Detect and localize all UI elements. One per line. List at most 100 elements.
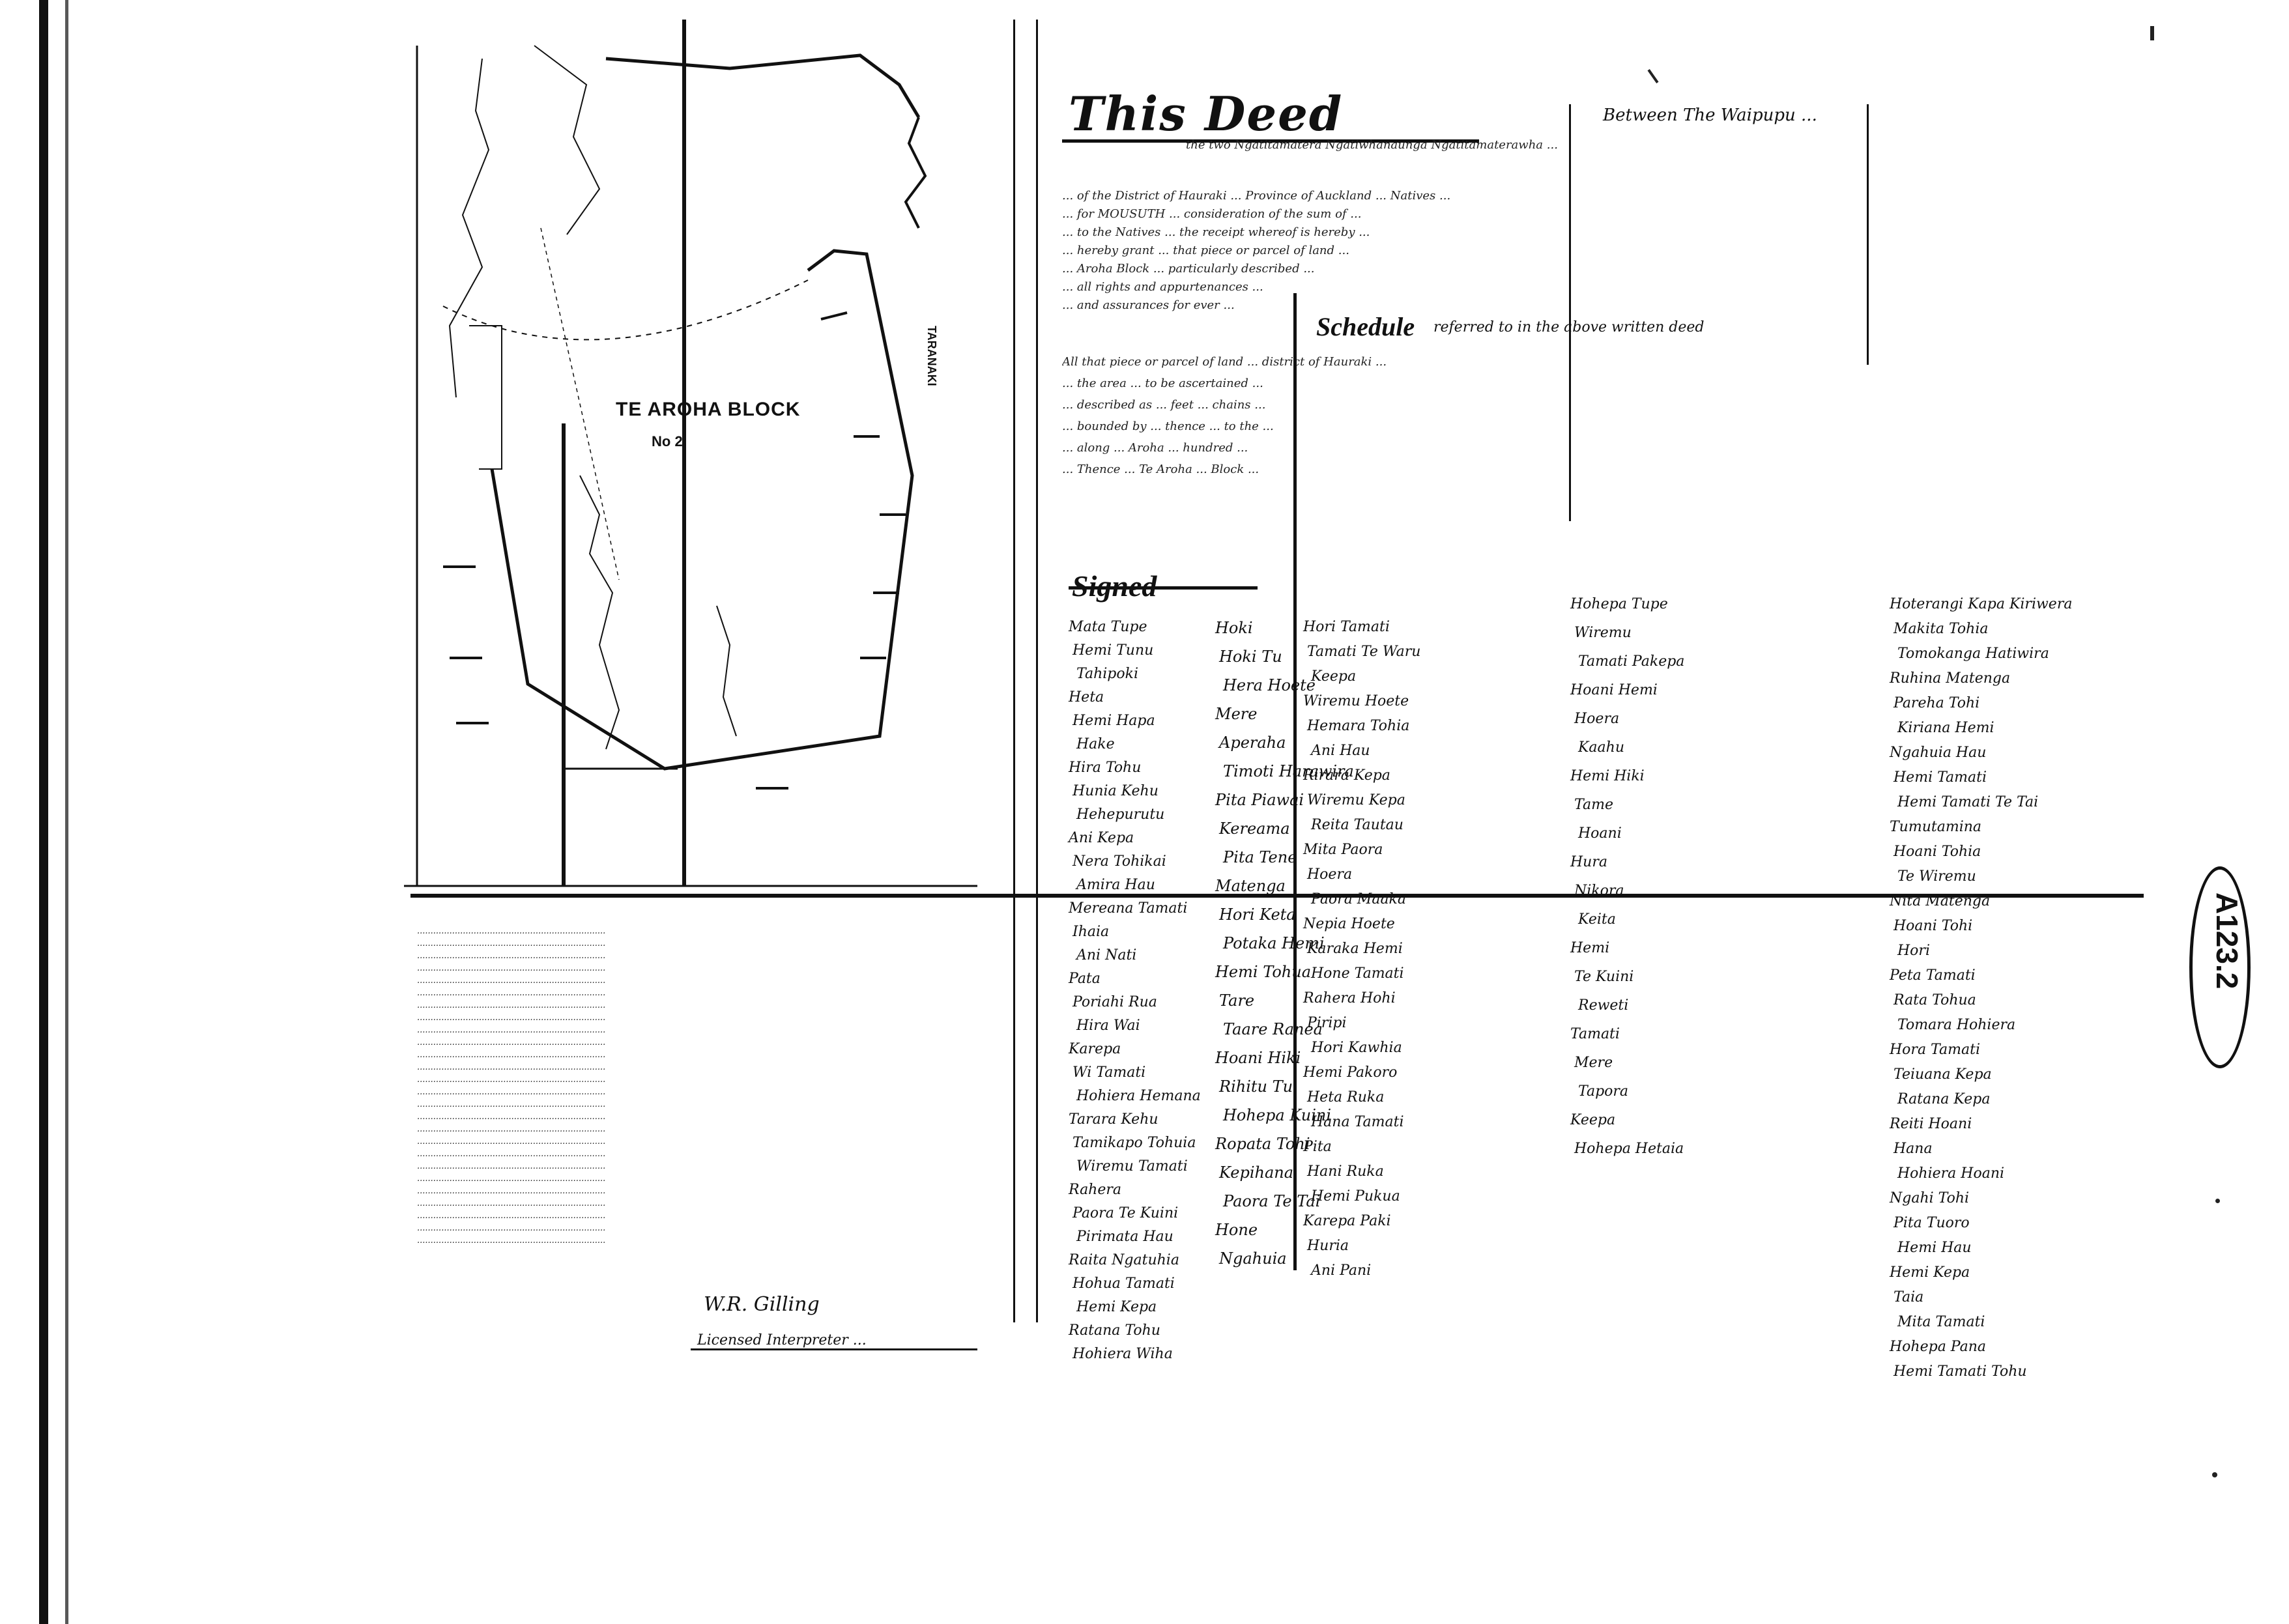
witness-underline (691, 1348, 977, 1350)
signature-col2: Hemi Tohua (1215, 963, 1312, 981)
deed-line: ... to the Natives ... the receipt where… (1062, 225, 1370, 239)
signature-col4: Hoera (1574, 711, 1620, 727)
legal-text-line: ........................................… (417, 951, 606, 961)
signature-col5: Hoterangi Kapa Kiriwera (1890, 596, 2073, 612)
scan-mark (2212, 1472, 2217, 1477)
deed-line: the two Ngatitamatera Ngatiwhanaunga Nga… (1186, 138, 1558, 152)
signature-col1: Hira Tohu (1069, 760, 1142, 776)
scan-mark (1647, 69, 1659, 83)
signature-col3: Ani Pani (1311, 1262, 1372, 1279)
scan-edge-left (39, 0, 48, 1624)
deed-title: This Deed (1069, 86, 1344, 141)
signature-col2: Mere (1215, 705, 1258, 723)
signature-col1: Amira Hau (1076, 877, 1155, 893)
signature-col2: Ropata Tohi (1215, 1135, 1310, 1153)
legal-text-line: ........................................… (417, 1001, 606, 1010)
signature-col2: Hoki (1215, 619, 1253, 637)
section-divider (410, 894, 2144, 898)
signature-col2: Hori Keta (1219, 905, 1296, 924)
signature-col1: Mata Tupe (1069, 619, 1147, 635)
deed-line: ... and assurances for ever ... (1062, 298, 1235, 312)
signature-col4: Nikora (1574, 883, 1624, 899)
signature-col3: Huria (1307, 1238, 1349, 1254)
deed-column-rule (1569, 104, 1571, 521)
signature-col3: Paora Maaka (1311, 891, 1407, 907)
signature-col5: Hori (1897, 943, 1930, 959)
legal-text-line: ........................................… (417, 1124, 606, 1134)
legal-text-line: ........................................… (417, 1236, 606, 1246)
reference-oval (2189, 866, 2251, 1068)
signature-col3: Hemi Pakoro (1303, 1064, 1398, 1081)
map-stream-upper (534, 45, 601, 235)
signature-col4: Hemi Hiki (1570, 768, 1645, 784)
legal-text-line: ........................................… (417, 988, 606, 998)
schedule-line: ... along ... Aroha ... hundred ... (1062, 441, 1248, 455)
legal-text-line: ........................................… (417, 1223, 606, 1233)
signature-col3: Hori Kawhia (1311, 1040, 1402, 1056)
signature-col5: Makita Tohia (1893, 621, 1989, 637)
signature-col3: Hani Ruka (1307, 1163, 1384, 1180)
signature-col5: Rata Tohua (1893, 992, 1976, 1008)
map-stream-left (448, 58, 490, 398)
signature-col1: Poriahi Rua (1073, 994, 1157, 1010)
schedule-line: All that piece or parcel of land ... dis… (1062, 355, 1387, 369)
map-dashed-arc (442, 279, 809, 341)
deed-column-rule (1867, 104, 1869, 365)
signature-col1: Heta (1069, 689, 1104, 705)
scan-mark (2215, 1199, 2220, 1203)
signature-col5: Ratana Kepa (1897, 1091, 1991, 1107)
signature-col5: Hemi Tamati Tohu (1893, 1363, 2027, 1380)
deed-line: ... Aroha Block ... particularly describ… (1062, 262, 1315, 276)
signature-col1: Hunia Kehu (1073, 783, 1159, 799)
signature-col1: Pata (1069, 971, 1101, 987)
signature-col2: Taare Ranea (1223, 1020, 1323, 1038)
schedule-line: ... bounded by ... thence ... to the ... (1062, 420, 1274, 433)
signature-col5: Hemi Tamati Te Tai (1897, 794, 2039, 810)
signature-col5: Taia (1893, 1289, 1924, 1305)
legal-text-line: ........................................… (417, 1186, 606, 1196)
signature-col1: Ani Kepa (1069, 830, 1134, 846)
legal-text-line: ........................................… (417, 1025, 606, 1035)
map-side-label: TARANAKI (925, 326, 938, 386)
signature-col4: Hoani (1578, 825, 1622, 842)
signature-col3: Reita Tautau (1311, 817, 1404, 833)
legal-text-line: ........................................… (417, 1174, 606, 1184)
map-boundary-top (605, 53, 921, 119)
signature-col4: Hemi (1570, 940, 1610, 956)
map-dashed-line (540, 227, 620, 580)
legal-text-line: ........................................… (417, 1087, 606, 1097)
signature-col3: Hori Tamati (1303, 619, 1390, 635)
map-tick-marks (443, 311, 906, 790)
signature-col4: Reweti (1578, 997, 1629, 1014)
map-stream-inner (579, 475, 620, 750)
signature-col5: Hoani Tohi (1893, 918, 1973, 934)
signature-col2: Kereama (1219, 819, 1290, 838)
signature-col3: Mita Paora (1303, 842, 1383, 858)
legal-text-line: ........................................… (417, 963, 606, 973)
legal-text-line: ........................................… (417, 939, 606, 948)
legal-text-line: ........................................… (417, 1062, 606, 1072)
scan-edge-left-inner (65, 0, 68, 1624)
signature-col4: Hohepa Tupe (1570, 596, 1668, 612)
signature-col1: Rahera (1069, 1182, 1122, 1198)
signature-col2: Hone (1215, 1221, 1258, 1239)
block-map (404, 20, 977, 887)
signature-col4: Hura (1570, 854, 1607, 870)
reference-number-wrap: A123.2 (2210, 892, 2289, 989)
signature-col2: Hoki Tu (1219, 648, 1282, 666)
schedule-line: ... Thence ... Te Aroha ... Block ... (1062, 463, 1260, 476)
signature-col1: Paora Te Kuini (1073, 1205, 1179, 1221)
signature-col5: Hohepa Pana (1890, 1339, 1987, 1355)
signature-col2: Potaka Hemi (1223, 934, 1325, 952)
signature-col2: Pita Tene (1223, 848, 1297, 866)
deed-between: Between The Waipupu ... (1603, 106, 1817, 125)
legal-text-line: ........................................… (417, 976, 606, 986)
deed-line: ... hereby grant ... that piece or parce… (1062, 244, 1349, 257)
signature-col3: Hone Tamati (1311, 965, 1404, 982)
signature-col1: Hohiera Wiha (1073, 1346, 1173, 1362)
signature-col3: Ani Hau (1311, 743, 1370, 759)
signature-col3: Nepia Hoete (1303, 916, 1395, 932)
signature-col5: Pareha Tohi (1893, 695, 1980, 711)
signature-col2: Paora Te Tai (1223, 1192, 1321, 1210)
signature-col3: Hoera (1307, 866, 1353, 883)
